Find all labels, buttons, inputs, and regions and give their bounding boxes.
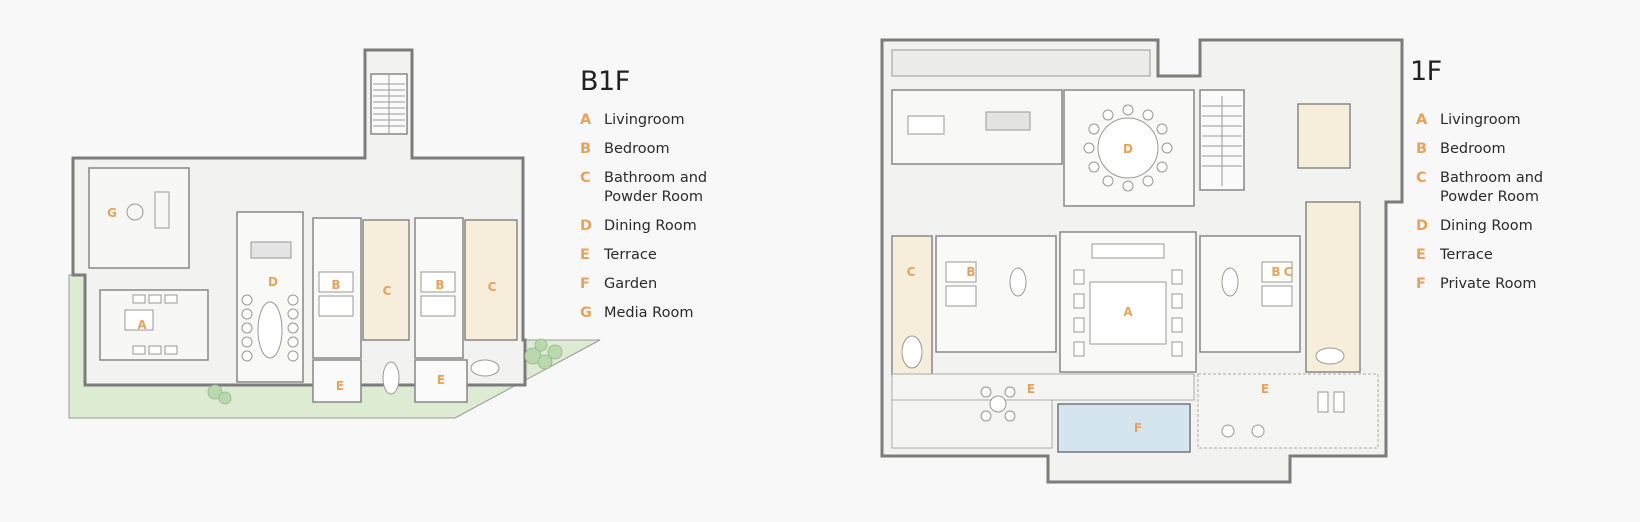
f1-bedroom-right: [1199, 235, 1301, 353]
b1f-terrace-2: [414, 359, 468, 403]
f1-bathroom-right: [1305, 201, 1361, 373]
b1f-terrace-1: [312, 359, 362, 403]
b1f-room-label-d: D: [268, 275, 278, 289]
f1-legend: 1F A Livingroom B Bedroom C Bathroom and Po…: [1410, 56, 1543, 304]
f1-legend-item: F Private Room: [1416, 275, 1543, 294]
b1f-legend-item: G Media Room: [580, 304, 707, 323]
f1-top-corridor: [891, 49, 1151, 77]
legend-letter: C: [580, 170, 591, 186]
b1f-bathroom-2: [464, 219, 518, 341]
f1-room-label-e1: E: [1027, 382, 1035, 396]
b1f-room-label-e1: E: [336, 379, 344, 393]
f1-room-label-b2: B: [1271, 265, 1280, 279]
b1f-floor-plan: G D B C B C A E E: [68, 48, 601, 419]
b1f-room-label-b1: B: [331, 278, 340, 292]
legend-label: Dining Room: [604, 218, 697, 234]
legend-letter: D: [580, 218, 593, 234]
b1f-room-label-a: A: [137, 318, 147, 332]
f1-terrace-left-lower: [891, 399, 1053, 449]
b1f-legend-item: A Livingroom: [580, 111, 707, 130]
legend-label: Bathroom and Powder Room: [604, 170, 708, 205]
b1f-legend-item: B Bedroom: [580, 140, 707, 159]
f1-room-label-f: F: [1134, 421, 1142, 435]
b1f-room-label-c2: C: [488, 280, 497, 294]
legend-label: Terrace: [604, 247, 657, 263]
b1f-legend-item: E Terrace: [580, 246, 707, 265]
f1-terrace-left: [891, 373, 1195, 401]
b1f-room-label-b2: B: [435, 278, 444, 292]
f1-powder-room: [1297, 103, 1351, 169]
b1f-legend-list: A Livingroom B Bedroom C Bathroom and Powde…: [580, 111, 707, 323]
f1-legend-list: A Livingroom B Bedroom C Bathroom and Powde…: [1416, 111, 1543, 294]
legend-letter: B: [1416, 141, 1428, 157]
legend-label: Private Room: [1440, 276, 1537, 292]
legend-letter: E: [1416, 247, 1426, 263]
b1f-room-label-e2: E: [437, 373, 445, 387]
legend-label: Bedroom: [604, 141, 670, 157]
b1f-legend-item: C Bathroom and Powder Room: [580, 169, 707, 207]
f1-room-label-d: D: [1123, 142, 1133, 156]
legend-label: Media Room: [604, 305, 694, 321]
f1-legend-item: E Terrace: [1416, 246, 1543, 265]
b1f-legend-item: D Dining Room: [580, 217, 707, 236]
f1-legend-item: D Dining Room: [1416, 217, 1543, 236]
b1f-legend-item: F Garden: [580, 275, 707, 294]
f1-room-label-e2: E: [1261, 382, 1269, 396]
legend-label: Garden: [604, 276, 658, 292]
f1-room-label-a: A: [1123, 305, 1133, 319]
b1f-legend: B1F A Livingroom B Bedroom C Bathroom and P…: [580, 66, 707, 333]
f1-room-label-c1: C: [907, 265, 916, 279]
f1-legend-item: A Livingroom: [1416, 111, 1543, 130]
legend-letter: C: [1416, 170, 1427, 186]
f1-room-label-b1: B: [966, 265, 975, 279]
b1f-bathroom-1: [362, 219, 410, 341]
legend-label: Livingroom: [1440, 112, 1521, 128]
legend-letter: D: [1416, 218, 1429, 234]
f1-terrace-right: [1197, 373, 1379, 449]
f1-legend-title: 1F: [1410, 56, 1442, 87]
f1-legend-item: B Bedroom: [1416, 140, 1543, 159]
b1f-room-label-c1: C: [383, 284, 392, 298]
legend-letter: F: [1416, 276, 1426, 292]
f1-legend-item: C Bathroom and Powder Room: [1416, 169, 1543, 207]
legend-label: Terrace: [1440, 247, 1493, 263]
legend-letter: F: [580, 276, 590, 292]
legend-letter: A: [1416, 112, 1428, 128]
f1-floor-plan: D C B A B C E E F: [880, 38, 1404, 484]
b1f-media-room: [88, 167, 190, 269]
f1-private-room: [1057, 403, 1191, 453]
b1f-room-label-g: G: [107, 206, 117, 220]
legend-label: Livingroom: [604, 112, 685, 128]
b1f-legend-title: B1F: [580, 66, 630, 97]
legend-letter: G: [580, 305, 592, 321]
f1-room-label-c2: C: [1284, 265, 1293, 279]
legend-label: Bathroom and Powder Room: [1440, 170, 1544, 205]
legend-label: Bedroom: [1440, 141, 1506, 157]
legend-letter: B: [580, 141, 592, 157]
f1-bedroom-left: [935, 235, 1057, 353]
legend-letter: E: [580, 247, 590, 263]
legend-letter: A: [580, 112, 592, 128]
legend-label: Dining Room: [1440, 218, 1533, 234]
